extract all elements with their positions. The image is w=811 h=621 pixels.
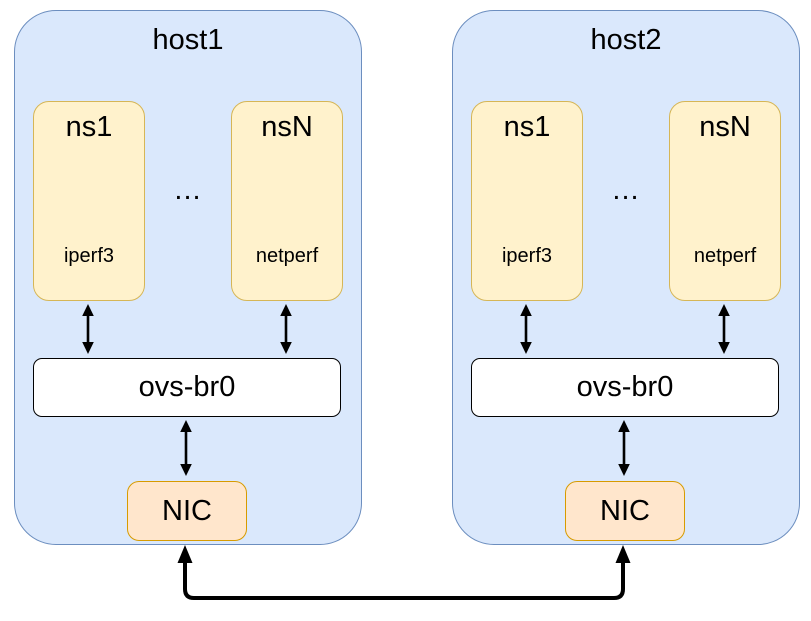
host1-namespace-ns1-box: ns1 iperf3 (33, 101, 145, 301)
ellipsis-dots: ... (174, 174, 202, 206)
namespace-label: ns1 (65, 111, 113, 143)
host1-nic-box: NIC (127, 481, 247, 541)
bridge-to-nic-arrow (618, 420, 630, 476)
ellipsis-dots: ... (612, 174, 640, 206)
nsN-to-bridge-arrow (280, 304, 292, 354)
nic-label: NIC (600, 494, 650, 527)
host1-title: host1 (152, 24, 224, 56)
bridge-to-nic-arrow (180, 420, 192, 476)
host1-namespace-nsN-box: nsN netperf (231, 101, 343, 301)
host1-box: host1 ns1 iperf3 ... nsN netperf ovs-br0 (14, 10, 362, 545)
host2-namespace-ns1-box: ns1 iperf3 (471, 101, 583, 301)
host2-ovs-bridge-box: ovs-br0 (471, 358, 779, 417)
namespace-label: ns1 (503, 111, 551, 143)
host2-title: host2 (590, 24, 662, 56)
host2-nic-box: NIC (565, 481, 685, 541)
namespace-app-label: netperf (693, 245, 757, 267)
host1-ovs-bridge-box: ovs-br0 (33, 358, 341, 417)
namespace-app-label: iperf3 (63, 245, 115, 267)
ns1-to-bridge-arrow (520, 304, 532, 354)
nsN-to-bridge-arrow (718, 304, 730, 354)
nic-label: NIC (162, 494, 212, 527)
ns1-to-bridge-arrow (82, 304, 94, 354)
host2-namespace-nsN-box: nsN netperf (669, 101, 781, 301)
bridge-label: ovs-br0 (138, 371, 236, 403)
namespace-app-label: netperf (255, 245, 319, 267)
namespace-label: nsN (699, 111, 751, 143)
namespace-app-label: iperf3 (501, 245, 553, 267)
namespace-label: nsN (261, 111, 313, 143)
bridge-label: ovs-br0 (576, 371, 674, 403)
host2-box: host2 ns1 iperf3 ... nsN netperf ovs-br0 (452, 10, 800, 545)
